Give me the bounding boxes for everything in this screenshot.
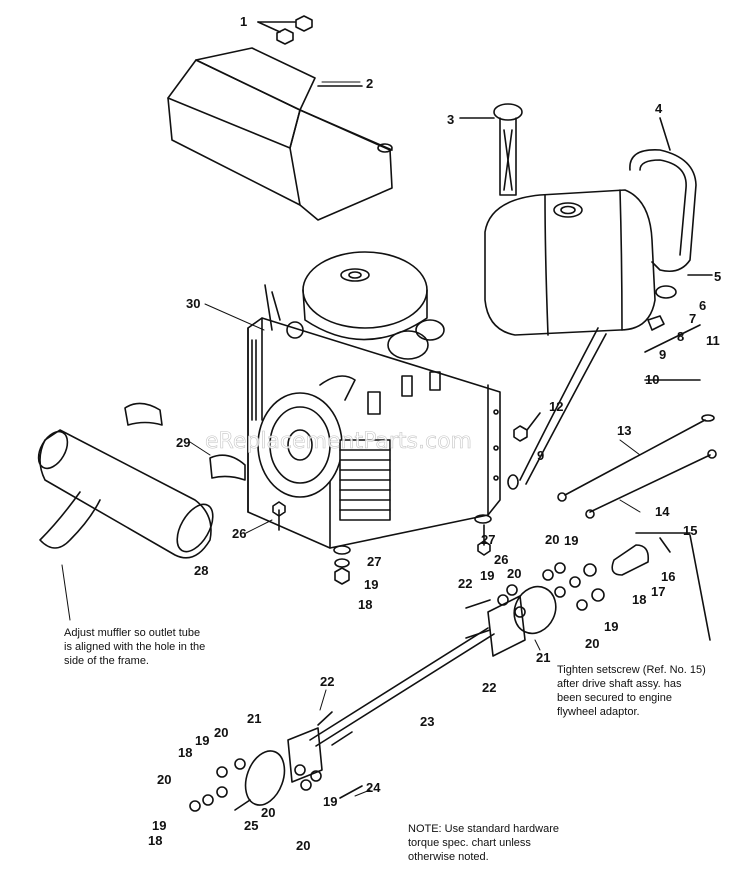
callout-30: 30	[186, 296, 200, 311]
callout-23: 23	[420, 714, 434, 729]
callout-22c: 22	[320, 674, 334, 689]
note-hardware-line: NOTE: Use standard hardware	[408, 823, 560, 835]
callout-15: 15	[683, 523, 697, 538]
callout-2: 2	[366, 76, 373, 91]
callout-19d: 19	[604, 619, 618, 634]
muffler-clamps-part-29	[124, 402, 246, 481]
callout-19g: 19	[323, 794, 337, 809]
callout-20g: 20	[296, 838, 310, 853]
nut-part-1	[257, 15, 313, 45]
note-setscrew-line: flywheel adaptor.	[557, 706, 640, 718]
engine-hardware	[272, 501, 492, 585]
control-cables	[557, 414, 717, 519]
note-muffler-line: is aligned with the hole in the	[64, 641, 206, 653]
watermark-text: eReplacementParts.com	[205, 429, 472, 454]
callout-27b: 27	[481, 532, 495, 547]
callout-19b: 19	[480, 568, 494, 583]
note-hardware: NOTE: Use standard hardware torque spec.…	[408, 822, 559, 864]
note-hardware-line: otherwise noted.	[408, 851, 489, 863]
tank-strap-part-4	[629, 117, 697, 273]
note-setscrew-line: after drive shaft assy. has	[557, 678, 682, 690]
callout-27a: 27	[367, 554, 381, 569]
callout-20c: 20	[585, 636, 599, 651]
engine	[247, 251, 501, 549]
callout-18c: 18	[178, 745, 192, 760]
callout-18a: 18	[358, 597, 372, 612]
callout-9a: 9	[659, 347, 666, 362]
callout-3: 3	[447, 112, 454, 127]
note-setscrew-line: been secured to engine	[557, 692, 672, 704]
note-setscrew: Tighten setscrew (Ref. No. 15) after dri…	[557, 663, 706, 719]
callout-7: 7	[689, 311, 696, 326]
callout-22a: 22	[458, 576, 472, 591]
callout-20a: 20	[507, 566, 521, 581]
callout-20d: 20	[214, 725, 228, 740]
callout-26b: 26	[494, 552, 508, 567]
callout-18d: 18	[148, 833, 162, 848]
callout-28: 28	[194, 563, 208, 578]
callout-1: 1	[240, 14, 247, 29]
callout-22b: 22	[482, 680, 496, 695]
callout-6: 6	[699, 298, 706, 313]
callout-numbers: 1 2 3 4 5 6 7 8 9 9 10 11 12 13 14 15 16…	[148, 14, 721, 853]
callout-21a: 21	[536, 650, 550, 665]
callout-26a: 26	[232, 526, 246, 541]
callout-25: 25	[244, 818, 258, 833]
callout-20f: 20	[261, 805, 275, 820]
note-hardware-line: torque spec. chart unless	[408, 837, 531, 849]
callout-9b: 9	[537, 448, 544, 463]
callout-4: 4	[655, 101, 663, 116]
callout-19f: 19	[152, 818, 166, 833]
callout-19e: 19	[195, 733, 209, 748]
callout-13: 13	[617, 423, 631, 438]
drive-coupling-lower	[189, 711, 363, 812]
callout-20b: 20	[545, 532, 559, 547]
note-muffler-line: Adjust muffler so outlet tube	[64, 627, 201, 639]
fitting-part-12	[513, 412, 541, 442]
callout-19a: 19	[364, 577, 378, 592]
callout-19c: 19	[564, 533, 578, 548]
callout-20e: 20	[157, 772, 171, 787]
callout-16: 16	[661, 569, 675, 584]
callout-8: 8	[677, 329, 684, 344]
note-muffler-line: side of the frame.	[64, 655, 149, 667]
callout-12: 12	[549, 399, 563, 414]
fuel-cap-part-3	[459, 103, 523, 196]
note-muffler: Adjust muffler so outlet tube is aligned…	[64, 626, 205, 668]
callout-5: 5	[714, 269, 721, 284]
callout-17: 17	[651, 584, 665, 599]
drive-shaft-part-23	[309, 627, 495, 747]
heat-shield-part-2	[167, 47, 393, 221]
callout-18b: 18	[632, 592, 646, 607]
muffler-part-28	[37, 429, 214, 559]
callout-24: 24	[366, 780, 381, 795]
fuel-tank	[484, 189, 656, 336]
callout-21b: 21	[247, 711, 261, 726]
callout-11: 11	[706, 333, 720, 348]
fuel-fittings	[507, 274, 713, 490]
note-setscrew-line: Tighten setscrew (Ref. No. 15)	[557, 664, 706, 676]
drive-coupling-upper	[465, 532, 711, 657]
callout-14: 14	[655, 504, 670, 519]
callout-29: 29	[176, 435, 190, 450]
callout-10: 10	[645, 372, 659, 387]
